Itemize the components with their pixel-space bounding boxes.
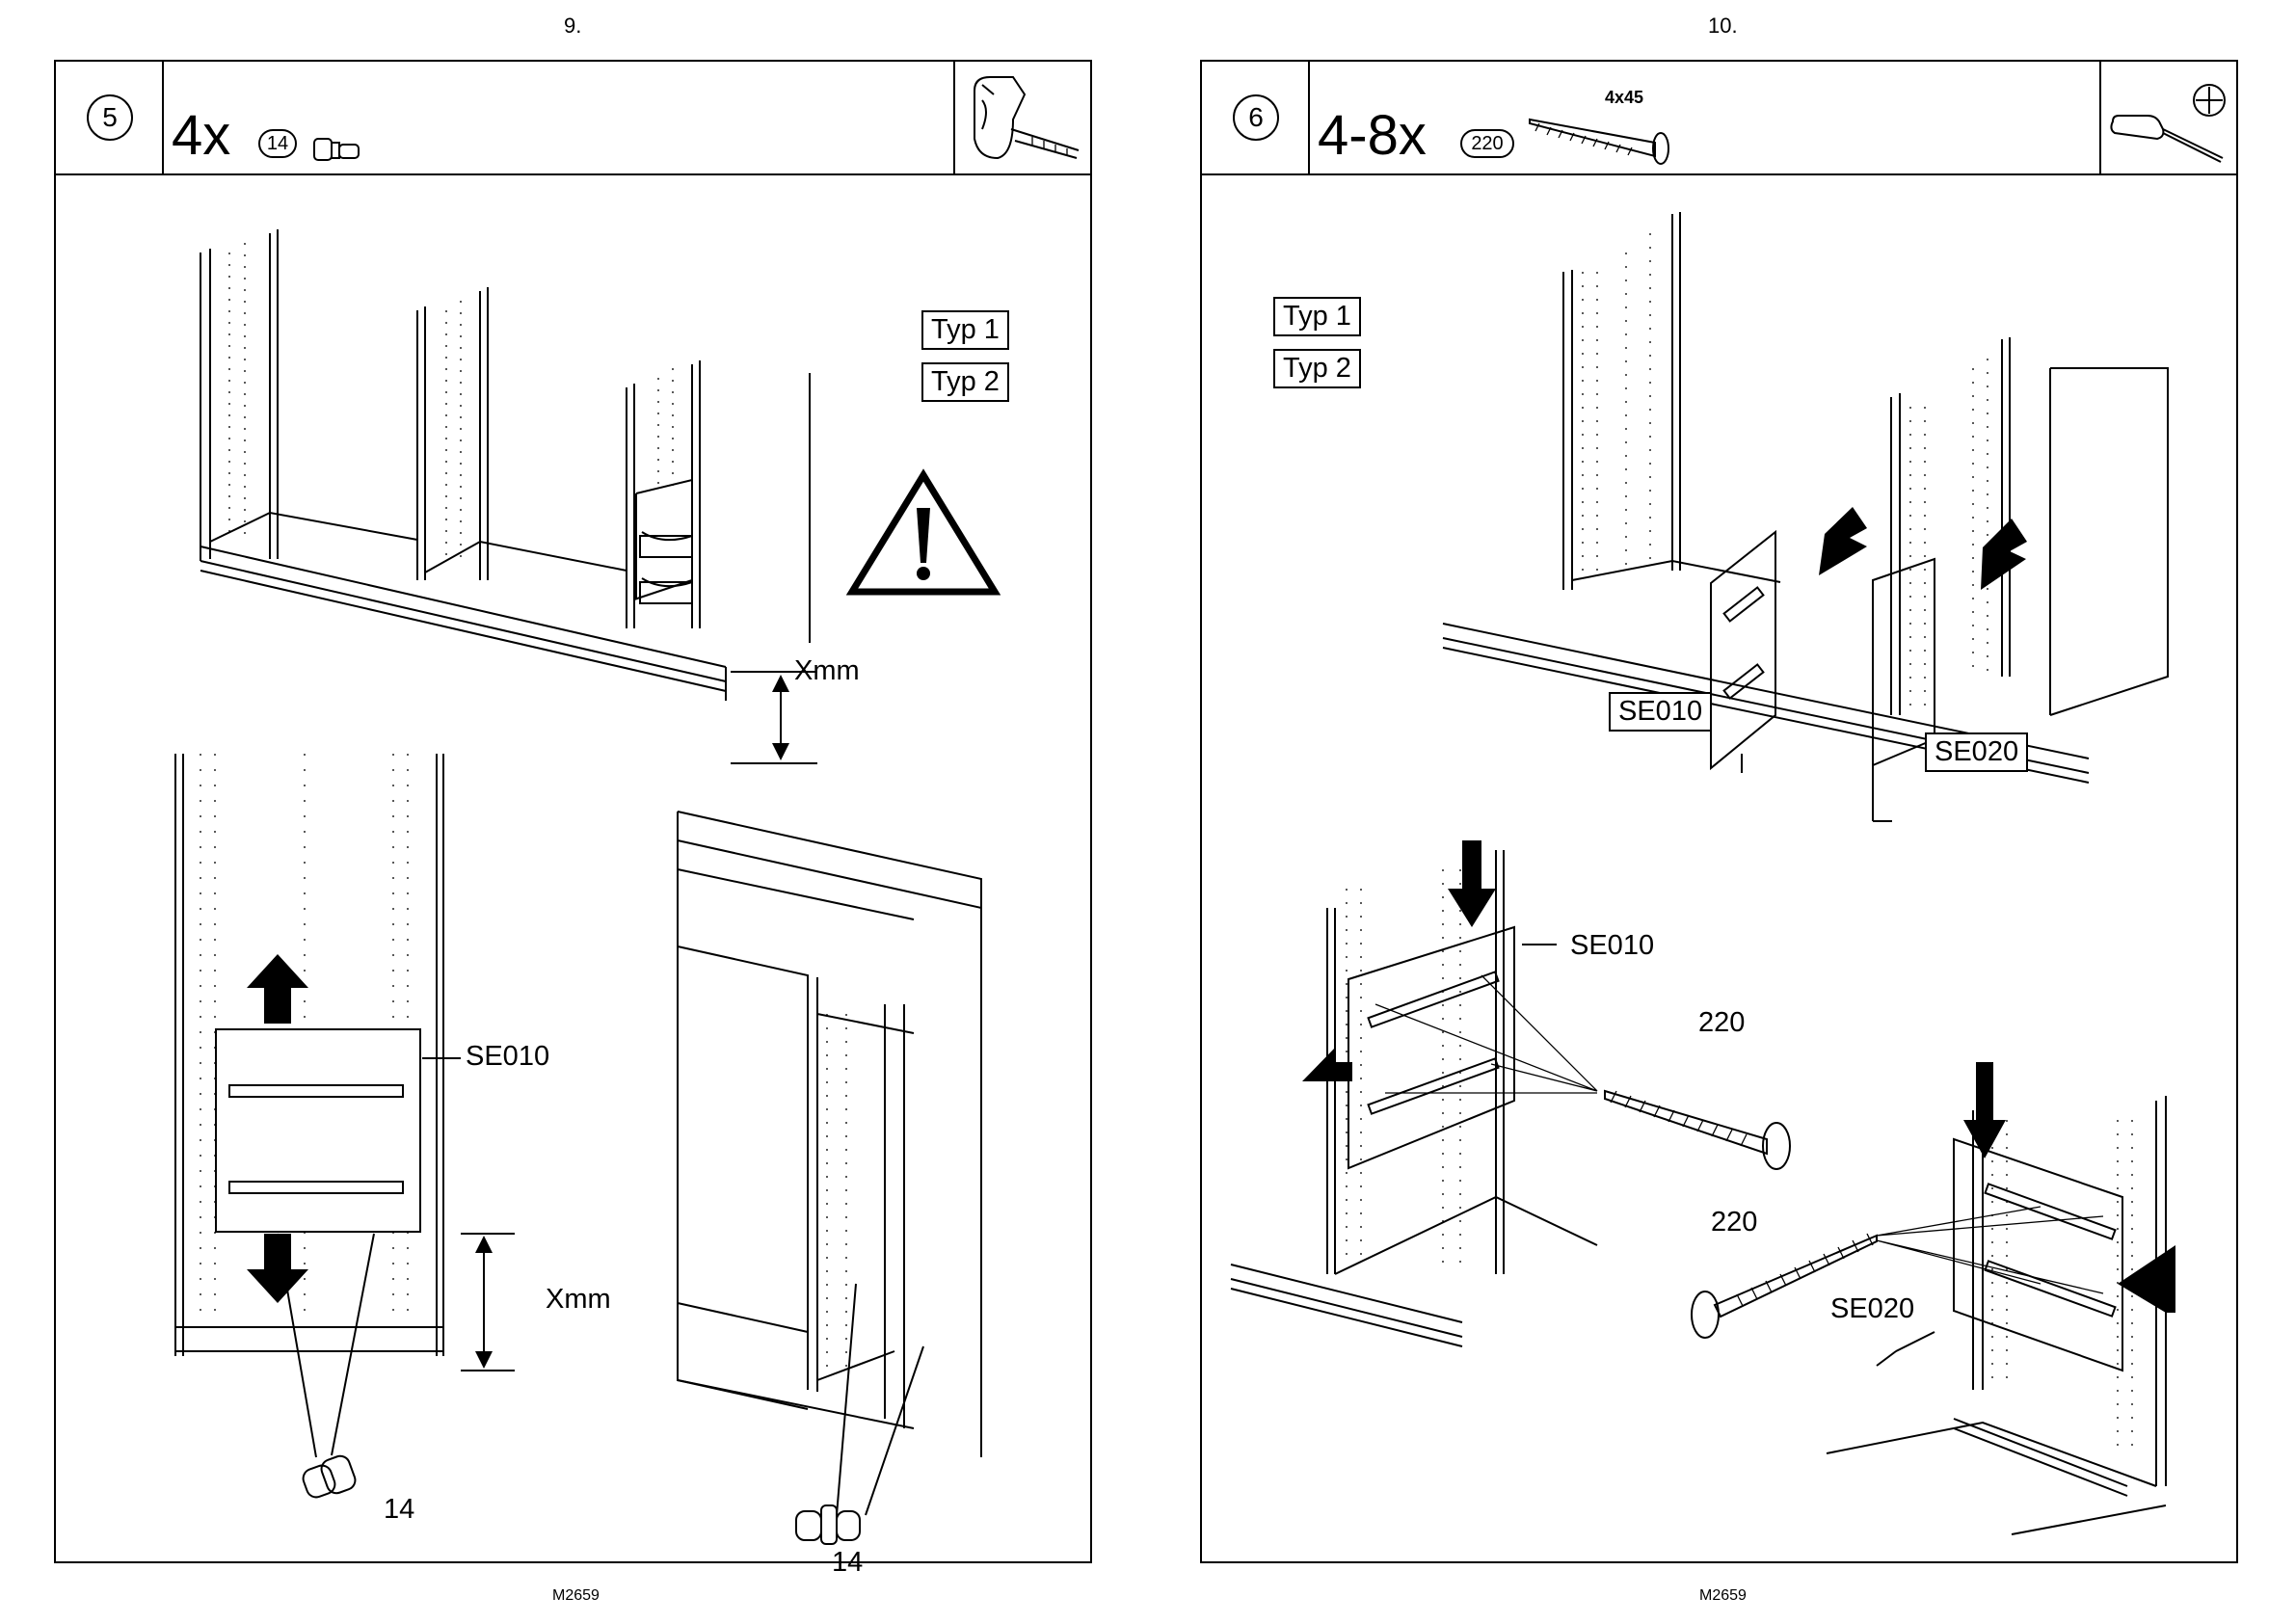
screwdriver-icon [2101, 62, 2236, 173]
footer-code-right: M2659 [1699, 1587, 1747, 1605]
panel-label-se020: SE020 [1830, 1295, 1914, 1323]
screw-icon [1202, 62, 2240, 173]
footer-code-left: M2659 [552, 1587, 600, 1605]
arrow-left-icon [2118, 1245, 2175, 1313]
screw-label-2: 220 [1711, 1209, 1757, 1237]
screw-icon [1605, 1091, 1790, 1169]
panel-label-se010: SE010 [1570, 932, 1654, 960]
step-6-panel: 6 4-8x 220 4x45 [1200, 60, 2238, 1563]
screw-label-1: 220 [1698, 1009, 1745, 1037]
arrow-right-icon [1819, 507, 1867, 575]
type-1-label: Typ 1 [921, 310, 1009, 350]
arrow-up-icon [247, 954, 308, 1024]
tape-measure-icon [955, 62, 1090, 173]
type-2-label: Typ 2 [1273, 349, 1361, 388]
arrow-right-icon [1981, 519, 2027, 590]
tool-cell [2099, 62, 2236, 173]
step-6-body: Typ 1 Typ 2 SE010 SE020 SE010 220 220 SE… [1202, 175, 2236, 1561]
type-1-label: Typ 1 [1273, 297, 1361, 336]
dowel-icon [796, 1505, 860, 1544]
page-number-left: 9. [564, 13, 581, 39]
step-6-header: 6 4-8x 220 4x45 [1202, 62, 2236, 175]
panel-label-se010-top: SE010 [1609, 692, 1712, 732]
dowel-icon [56, 62, 1094, 173]
measure-label-bottom: Xmm [546, 1286, 611, 1314]
dowel-label-right: 14 [832, 1549, 863, 1577]
step-5-body: Typ 1 Typ 2 Xmm SE010 Xmm 14 14 [56, 175, 1090, 1561]
step-5-header: 5 4x 14 [56, 62, 1090, 175]
panel-label-se020-top: SE020 [1925, 732, 2028, 772]
tool-cell [953, 62, 1090, 173]
step-5-panel: 5 4x 14 [54, 60, 1092, 1563]
type-2-label: Typ 2 [921, 362, 1009, 402]
arrow-down-icon [247, 1234, 308, 1303]
phillips-head-icon [2194, 85, 2225, 116]
panel-label-se010: SE010 [466, 1043, 549, 1071]
dowel-label-left: 14 [384, 1496, 414, 1524]
page-number-right: 10. [1708, 13, 1738, 39]
measure-label-top: Xmm [794, 657, 860, 685]
arrow-down-icon [1448, 840, 1496, 927]
dowel-icon [301, 1453, 358, 1500]
